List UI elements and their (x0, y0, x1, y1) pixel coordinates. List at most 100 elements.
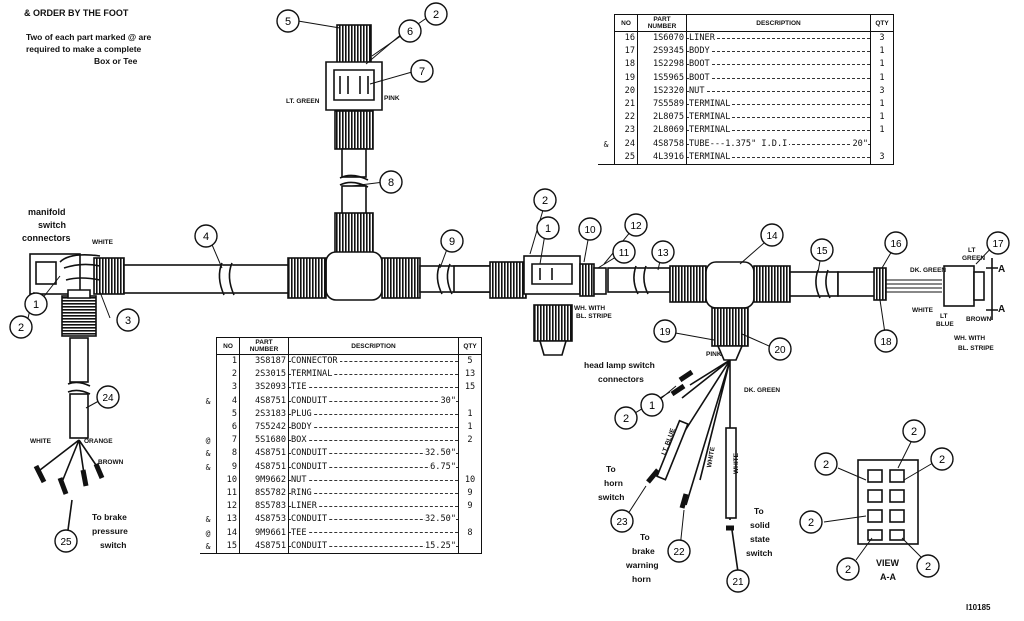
row-description-text: CONDUIT (291, 514, 330, 525)
row-description-text: BOOT (689, 59, 712, 70)
callout-bubble: 5 (276, 9, 300, 33)
conduit-24-lower (69, 393, 89, 439)
callout-bubble: 2 (836, 557, 860, 581)
callout-number: 2 (542, 195, 548, 207)
conduit-break (339, 174, 369, 188)
lead-to-25 (67, 499, 73, 531)
label-to-horn-1: To (606, 464, 616, 474)
row-quantity (870, 137, 894, 151)
row-description-text: TERMINAL (689, 112, 733, 123)
callout-bubble: 2 (930, 447, 954, 471)
label-lt-blue-r1: LT (940, 313, 947, 320)
row-quantity: 9 (458, 486, 482, 501)
callout-bubble: 8 (379, 170, 403, 194)
row-description-text: TERMINAL (689, 125, 733, 136)
label-wh-bl-r2: BL. STRIPE (958, 345, 994, 352)
row-quantity: 8 (458, 526, 482, 540)
row-mark: & (205, 515, 211, 525)
row-quantity: 15 (458, 381, 482, 395)
tee-body-2 (705, 261, 755, 309)
wire-labels: manifold switch connectors WHITE LT. GRE… (22, 95, 1005, 612)
label-pink-mid: PINK (706, 351, 722, 358)
callout-bubble: 2 (916, 554, 940, 578)
row-description-text: CONDUIT (291, 540, 330, 551)
view-aa-leaders (823, 439, 939, 561)
callout-bubble: 25 (54, 529, 78, 553)
view-aa-cell-8 (889, 529, 905, 541)
callout-bubble: 14 (760, 223, 784, 247)
label-lt-green-r1: LT (968, 247, 975, 254)
callout-number: 15 (816, 246, 828, 257)
row-mark: & (205, 396, 211, 406)
row-quantity: 3 (870, 84, 894, 98)
row-description-text: CONDUIT (291, 448, 330, 459)
view-aa-cell-3 (867, 489, 883, 503)
row-description: NUT (288, 473, 459, 487)
row-description-text: CONDUIT (291, 395, 330, 406)
row-description-text: BOX (291, 435, 309, 446)
conduit-8-lower (341, 185, 367, 217)
row-length-value: 32.50" (424, 447, 456, 461)
conduit-15-end (837, 271, 879, 297)
box-connector-top (325, 61, 383, 111)
row-description-text: TIE (291, 382, 309, 393)
row-length-value: 32.50" (424, 513, 456, 527)
callout-bubble: 2 (814, 452, 838, 476)
callout-bubble: 2 (902, 419, 926, 443)
nut-tee-left-1 (287, 257, 327, 299)
row-mark: & (200, 539, 217, 554)
label-white-right: WHITE (912, 307, 934, 314)
label-lt-blue-r2: BLUE (936, 321, 954, 328)
ring-mid (579, 263, 595, 297)
tee-bottom-boot (716, 345, 744, 361)
row-description: BODY (686, 45, 871, 59)
row-quantity: 10 (458, 473, 482, 487)
callout-number: 2 (18, 322, 24, 334)
row-description-text: PLUG (291, 408, 314, 419)
head-lamp-terminals (646, 369, 734, 531)
liner-mid (593, 267, 607, 295)
conduit-24-break (67, 381, 91, 395)
row-quantity: 1 (870, 58, 894, 72)
nut-tee-right-1 (381, 257, 421, 299)
view-aa-cell-2 (889, 469, 905, 483)
callout-bubble: 9 (440, 229, 464, 253)
label-manifold-1: manifold (28, 207, 66, 217)
callout-bubble: 2 (533, 188, 557, 212)
row-description-text: TUBE---1.375" I.D.I (689, 138, 790, 149)
row-quantity (458, 539, 482, 554)
row-quantity: 13 (458, 368, 482, 382)
row-description-text: CONDUIT (291, 461, 330, 472)
callout-bubble: 2 (614, 406, 638, 430)
row-description: TERMINAL (686, 111, 871, 125)
plug-ribbed-top (336, 24, 372, 66)
callout-number: 5 (285, 16, 291, 28)
tee-body-1 (325, 251, 383, 301)
row-description-text: TEE (291, 527, 309, 538)
callout-number: 2 (433, 9, 439, 21)
callout-number: 9 (449, 236, 455, 248)
callout-number: 24 (102, 393, 114, 404)
label-view-2: A-A (880, 572, 896, 582)
row-description-text: TERMINAL (689, 99, 733, 110)
nut-tee-bottom-2 (711, 307, 749, 347)
label-to-solid-2: solid (750, 520, 770, 530)
view-aa-housing (857, 459, 919, 545)
order-by-foot-note: & ORDER BY THE FOOT (24, 7, 128, 19)
conduit-13 (607, 267, 671, 293)
callout-number: 2 (623, 413, 629, 425)
